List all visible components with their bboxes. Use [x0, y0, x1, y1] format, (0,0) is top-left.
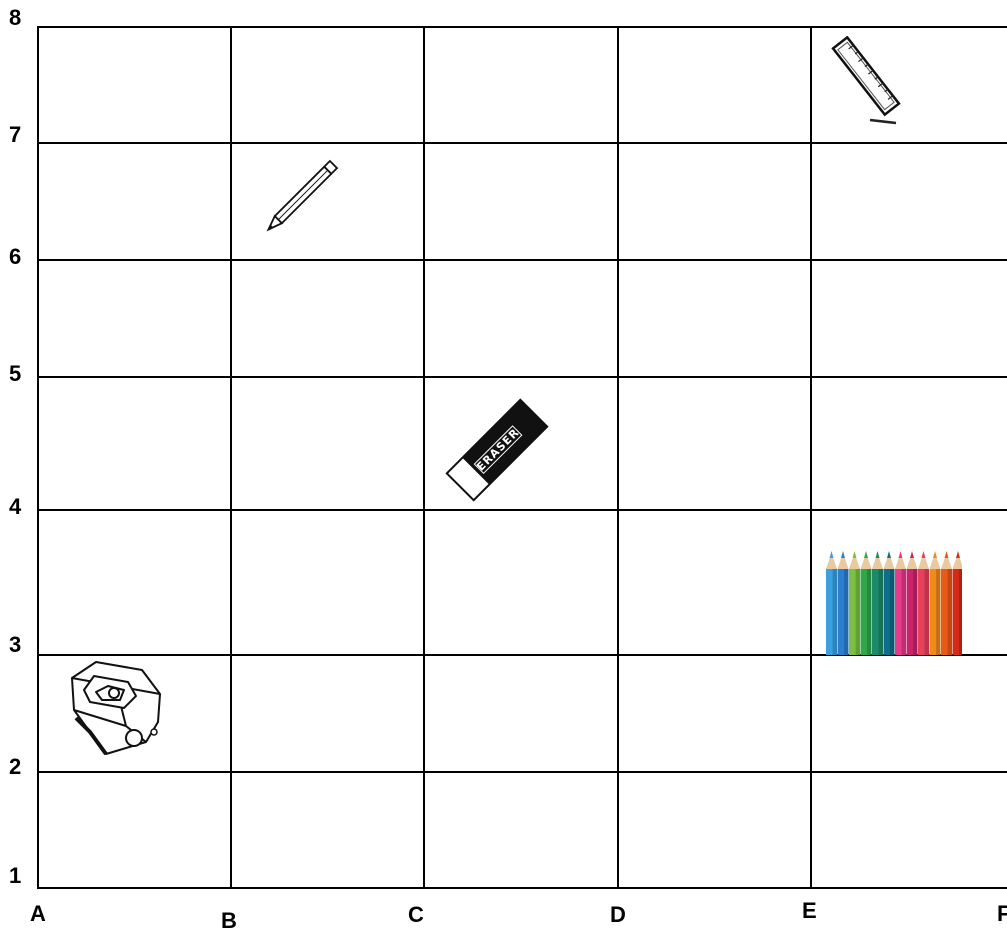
grid-line-col-b — [230, 26, 232, 889]
grid-line-col-a — [37, 26, 39, 889]
colored-pencil — [861, 551, 872, 655]
colored-pencils-icon — [824, 547, 962, 655]
eraser-picture: ERASER — [440, 394, 554, 506]
row-label-4: 4 — [9, 496, 21, 518]
ruler-picture — [826, 36, 908, 128]
colored-pencil — [953, 551, 963, 655]
colored-pencil — [941, 551, 952, 655]
colored-pencil — [907, 551, 918, 655]
colored-pencil — [895, 551, 906, 655]
row-label-1: 1 — [9, 865, 21, 887]
row-label-3: 3 — [9, 634, 21, 656]
row-label-7: 7 — [9, 124, 21, 146]
grid-line-row-4 — [37, 509, 1007, 511]
grid-line-col-e — [810, 26, 812, 889]
grid-line-row-1 — [37, 887, 1007, 889]
colored-pencil — [826, 551, 837, 655]
row-label-6: 6 — [9, 246, 21, 268]
column-label-c: C — [408, 904, 424, 926]
pencil-icon — [262, 143, 354, 237]
grid-line-row-5 — [37, 376, 1007, 378]
column-label-a: A — [30, 903, 46, 925]
ruler-icon — [826, 36, 908, 128]
grid-line-row-7 — [37, 142, 1007, 144]
column-label-d: D — [610, 904, 626, 926]
row-label-8: 8 — [9, 7, 21, 29]
row-label-5: 5 — [9, 363, 21, 385]
colored-pencil — [918, 551, 929, 655]
pencil-picture — [262, 143, 354, 237]
grid-line-row-6 — [37, 259, 1007, 261]
column-label-b: B — [221, 910, 237, 930]
sharpener-icon — [66, 656, 166, 756]
column-label-f: F — [997, 903, 1007, 925]
colored-pencil — [838, 551, 849, 655]
grid-line-col-c — [423, 26, 425, 889]
sharpener-picture — [66, 656, 166, 756]
colored-pencil — [884, 551, 895, 655]
grid-line-row-2 — [37, 771, 1007, 773]
colored-pencil — [872, 551, 883, 655]
column-label-e: E — [802, 900, 817, 922]
eraser-icon: ERASER — [440, 394, 554, 506]
colored-pencil — [930, 551, 941, 655]
colored-pencils-picture — [824, 547, 962, 655]
grid-line-row-8 — [37, 26, 1007, 28]
colored-pencil — [849, 551, 860, 655]
grid-line-col-d — [617, 26, 619, 889]
row-label-2: 2 — [9, 756, 21, 778]
